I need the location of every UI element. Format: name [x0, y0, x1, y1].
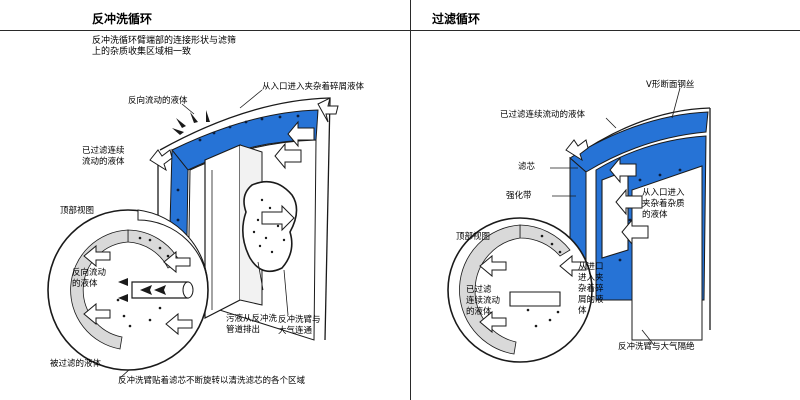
atmosphere-connect-label: 反冲洗臂与 大气连通	[278, 315, 321, 336]
reverse-flow-label: 反向流动的液体	[128, 96, 188, 106]
v-wire-label: V形断面钢丝	[646, 80, 695, 90]
filtration-title: 过滤循环	[432, 12, 481, 26]
filtered-continuous-label: 已过滤连续 流动的液体	[82, 146, 125, 167]
filtered-liquid-label: 被过滤的液体	[50, 359, 102, 369]
reverse-flow-round-label: 反向流动 的液体	[72, 268, 107, 289]
filtration-diagram	[447, 87, 711, 363]
inlet-round-label: 从进口 进入夹 杂着碎 屑的液 体	[578, 262, 604, 316]
header-rule	[0, 30, 800, 31]
drain-label: 污液从反冲洗 管道排出	[226, 314, 278, 335]
inlet-debris-label: 从入口进入夹杂着碎屑液体	[262, 82, 365, 92]
bottom-note-label: 反冲洗臂贴着滤芯不断旋转以清洗滤芯的各个区域	[118, 376, 306, 386]
filtration-panel: 过滤循环	[410, 0, 800, 400]
backwash-diagram	[47, 89, 339, 379]
backwash-panel: 反冲洗循环 反冲洗循环臂端部的连接形状与滤筛 上的杂质收集区域相一致	[47, 12, 365, 386]
inlet-impurity-label: 从入口进入 夹杂着杂质 的液体	[642, 188, 685, 220]
top-view-label-right: 顶部视图	[456, 232, 491, 242]
backwash-title: 反冲洗循环	[92, 12, 153, 26]
panel-divider	[410, 0, 411, 400]
isolated-label: 反冲洗臂与大气隔绝	[618, 342, 695, 352]
top-view-label: 顶部视图	[60, 206, 95, 216]
filtered-continuous-label-right: 已过滤连续流动的液体	[500, 110, 586, 120]
backwash-description: 反冲洗循环臂端部的连接形状与滤筛 上的杂质收集区域相一致	[92, 36, 237, 57]
reinforce-band-label: 强化带	[506, 191, 532, 201]
filter-element-label: 滤芯	[518, 162, 536, 172]
filtered-round-label: 已过滤 连续流动 的液体	[466, 285, 501, 317]
